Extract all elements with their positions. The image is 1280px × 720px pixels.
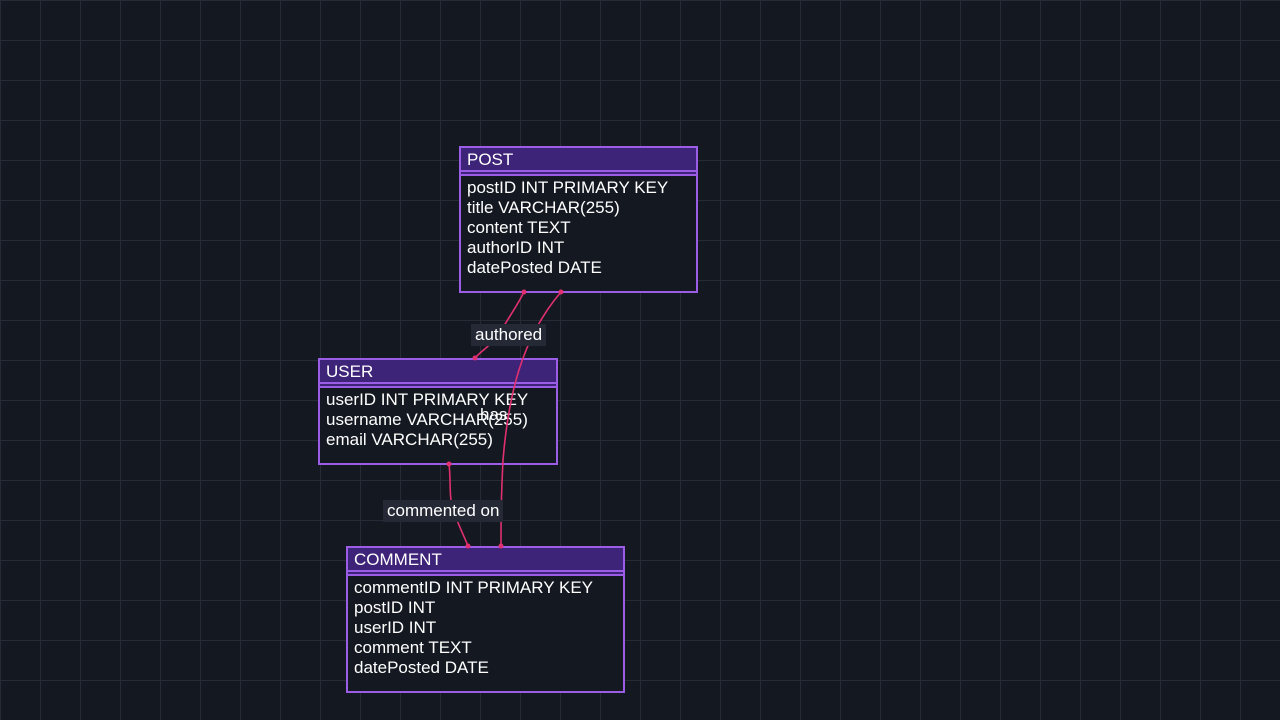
entity-post[interactable]: POST postID INT PRIMARY KEY title VARCHA… [459,146,698,293]
user-field-email: email VARCHAR(255) [326,430,493,449]
entity-user-separator [320,384,556,388]
comment-field-userid: userID INT [354,618,437,637]
edge-label-commented-on[interactable]: commented on [383,500,504,522]
post-field-dateposted: datePosted DATE [467,258,602,277]
entity-comment[interactable]: COMMENT commentID INT PRIMARY KEY postID… [346,546,625,693]
entity-post-fields: postID INT PRIMARY KEY title VARCHAR(255… [461,176,696,278]
entity-post-title: POST [461,148,696,172]
entity-user-title: USER [320,360,556,384]
post-field-content: content TEXT [467,218,571,237]
comment-field-dateposted: datePosted DATE [354,658,489,677]
post-field-postid: postID INT PRIMARY KEY [467,178,669,197]
comment-field-comment: comment TEXT [354,638,472,657]
entity-user-fields: userID INT PRIMARY KEY username VARCHAR(… [320,388,556,450]
entity-post-separator [461,172,696,176]
comment-field-postid: postID INT [354,598,436,617]
entity-user[interactable]: USER userID INT PRIMARY KEY username VAR… [318,358,558,465]
entity-comment-separator [348,572,623,576]
edge-label-has[interactable]: has [480,405,508,424]
user-field-username: username VARCHAR(255) [326,410,528,429]
entity-comment-title: COMMENT [348,548,623,572]
post-field-authorid: authorID INT [467,238,565,257]
comment-field-commentid: commentID INT PRIMARY KEY [354,578,594,597]
edge-label-authored[interactable]: authored [471,324,547,346]
user-field-userid: userID INT PRIMARY KEY [326,390,529,409]
entity-comment-fields: commentID INT PRIMARY KEY postID INT use… [348,576,623,678]
post-field-title: title VARCHAR(255) [467,198,620,217]
